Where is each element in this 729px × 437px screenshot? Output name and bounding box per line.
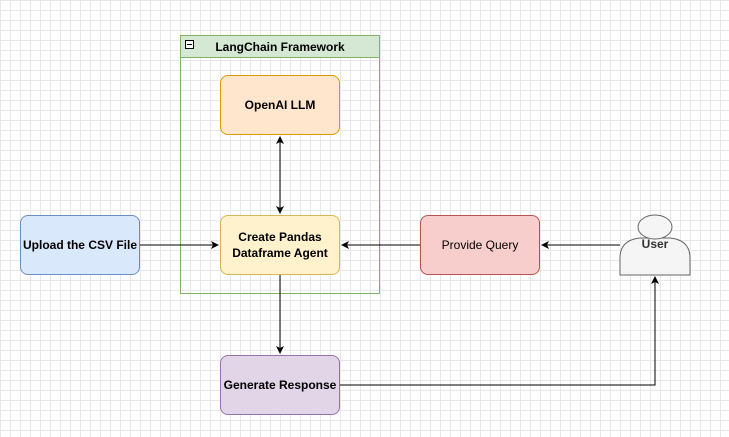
- create-agent-line2: Dataframe Agent: [232, 246, 328, 260]
- generate-response-label: Generate Response: [223, 378, 337, 392]
- group-header: LangChain Framework: [181, 36, 379, 58]
- user-icon[interactable]: [619, 214, 691, 276]
- user-label: User: [641, 237, 669, 251]
- openai-llm-node[interactable]: OpenAI LLM: [220, 75, 340, 135]
- create-agent-node[interactable]: Create Pandas Dataframe Agent: [220, 215, 340, 275]
- edge-response-user: [340, 276, 659, 386]
- upload-csv-label: Upload the CSV File: [22, 238, 137, 252]
- upload-csv-node[interactable]: Upload the CSV File: [20, 215, 140, 275]
- group-title: LangChain Framework: [215, 40, 345, 54]
- collapse-icon[interactable]: [185, 40, 194, 49]
- create-agent-label: Create Pandas Dataframe Agent: [232, 229, 328, 261]
- openai-llm-label: OpenAI LLM: [244, 98, 316, 112]
- create-agent-line1: Create Pandas: [238, 230, 322, 244]
- provide-query-node[interactable]: Provide Query: [420, 215, 540, 275]
- provide-query-label: Provide Query: [441, 238, 519, 252]
- langchain-framework-group[interactable]: LangChain Framework: [180, 35, 380, 294]
- generate-response-node[interactable]: Generate Response: [220, 355, 340, 415]
